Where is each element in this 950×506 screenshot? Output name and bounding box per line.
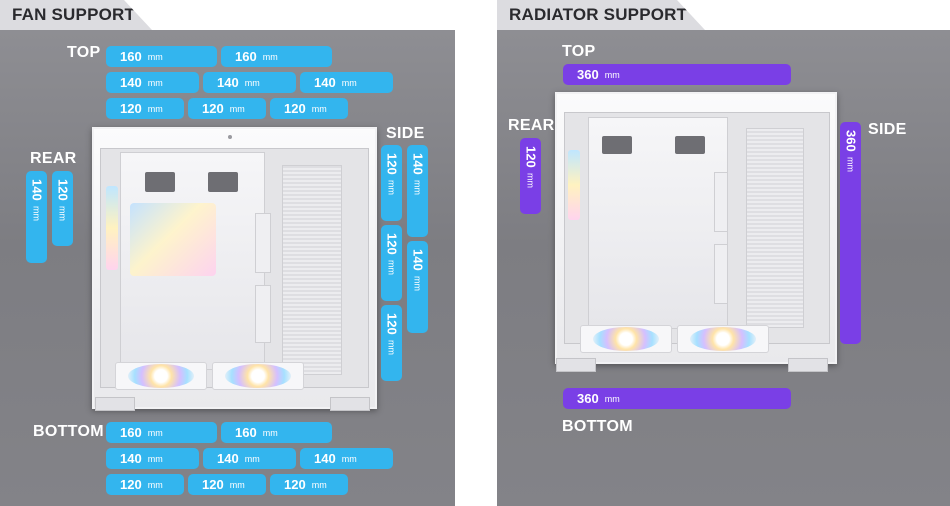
fan-support-title: FAN SUPPORT: [12, 5, 136, 24]
radiator-rear-label: REAR: [508, 117, 555, 134]
radiator-support-tab: RADIATOR SUPPORT: [497, 0, 705, 30]
radiator-support-title: RADIATOR SUPPORT: [509, 5, 688, 24]
fan-rear-label: REAR: [30, 150, 77, 167]
fan-side-size-pill: 120mm: [381, 145, 402, 221]
fan-side-size-pill: 140mm: [407, 241, 428, 333]
radiator-side-label: SIDE: [868, 121, 907, 138]
radiator-rear-size-pill: 120mm: [520, 138, 541, 214]
fan-side-size-pill: 120mm: [381, 305, 402, 381]
fan-side-size-pill: 120mm: [381, 225, 402, 301]
radiator-top-label: TOP: [562, 43, 596, 60]
radiator-bottom-label: BOTTOM: [562, 418, 633, 435]
radiator-side-size-pill: 360mm: [840, 122, 861, 344]
fan-support-tab: FAN SUPPORT: [0, 0, 152, 30]
fan-rear-size-pill: 140mm: [26, 171, 47, 263]
fan-top-label: TOP: [67, 44, 101, 61]
fan-bottom-label: BOTTOM: [33, 423, 104, 440]
fan-side-size-pill: 140mm: [407, 145, 428, 237]
fan-rear-size-pill: 120mm: [52, 171, 73, 246]
fan-side-label: SIDE: [386, 125, 425, 142]
